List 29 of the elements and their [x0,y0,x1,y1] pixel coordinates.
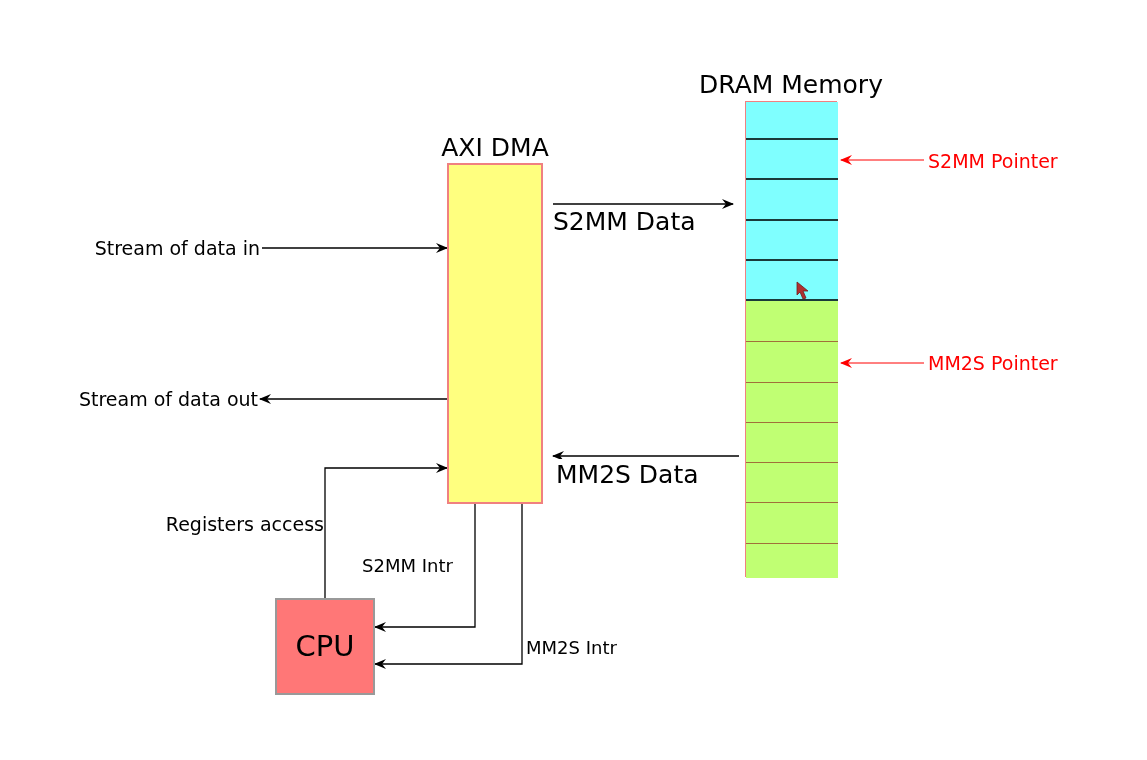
arrow [324,463,448,599]
stream-text: Stream of data out [78,386,258,412]
memory-cell [746,342,838,383]
memory-cell [746,423,838,463]
pointer-arrow [840,155,925,165]
pointer-text: MM2S Pointer [928,350,1058,376]
stream-text: Stream of data in [94,235,260,261]
block-title: AXI DMA [441,131,549,163]
cpu-box [275,598,375,695]
arrow [552,451,740,461]
pointer-arrow [840,358,925,368]
memory-cell [746,544,838,578]
memory-cell [746,301,838,342]
memory-cell [746,383,838,423]
pointer-text: S2MM Pointer [928,148,1058,174]
arrow [374,503,476,632]
block-title: DRAM Memory [699,68,883,100]
memory-cell [746,180,838,221]
memory-cell [746,463,838,503]
memory-cell [746,140,838,180]
arrow [259,394,448,404]
arrow [374,503,523,669]
arrow [261,243,448,253]
cpu-label: CPU [295,627,355,665]
memory-cell [746,503,838,544]
memory-cell [746,221,838,261]
memory-cell [746,102,838,140]
memory-cell [746,261,838,301]
arrow [552,199,734,209]
